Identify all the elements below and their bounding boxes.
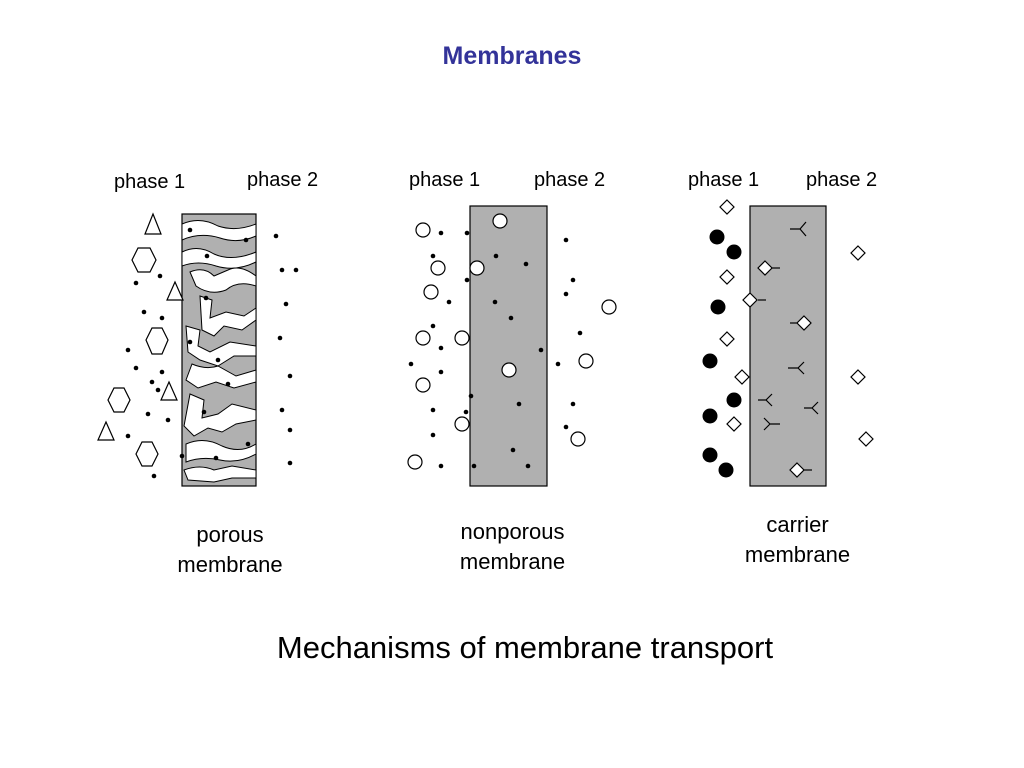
panel3-phase1-label: phase 1 — [688, 169, 760, 191]
panel1-caption-line1: porous — [196, 522, 264, 547]
panel2-phase2-label: phase 2 — [534, 169, 606, 191]
panel1-caption: porous membrane — [160, 520, 300, 580]
panel2-phase1-label: phase 1 — [409, 169, 481, 191]
panel1-phase1-label: phase 1 — [114, 171, 186, 193]
carrier-membrane — [702, 199, 874, 487]
panel2-caption-line2: membrane — [459, 549, 566, 574]
panel3-caption-line2: membrane — [744, 542, 851, 567]
panel3-phase2-label: phase 2 — [806, 169, 878, 191]
panel2-caption-line1: nonporous — [460, 519, 565, 544]
panel3-caption-line1: carrier — [766, 512, 829, 537]
panel1-phase2-label: phase 2 — [247, 169, 319, 191]
slide-subtitle: Mechanisms of membrane transport — [276, 630, 774, 665]
panel3-caption: carrier membrane — [725, 510, 870, 570]
nonporous-membrane — [407, 205, 617, 487]
porous-membrane — [97, 212, 299, 487]
panel1-caption-line2: membrane — [177, 552, 283, 577]
panel2-caption: nonporous membrane — [440, 517, 585, 577]
slide-title: Membranes — [442, 42, 582, 70]
